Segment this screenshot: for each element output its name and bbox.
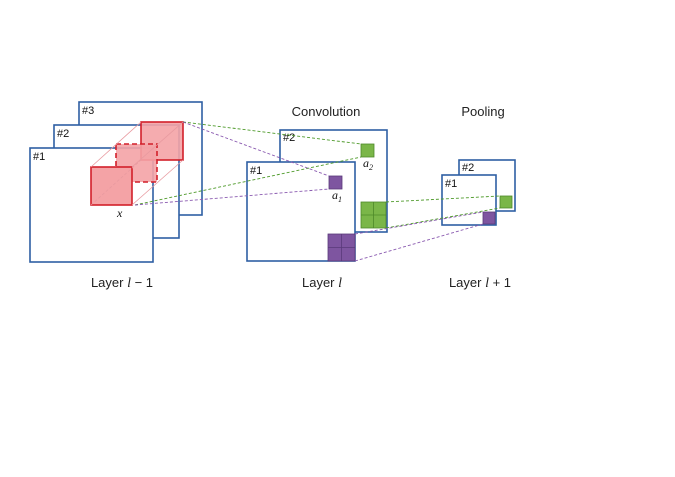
kernel-block-1 bbox=[90, 166, 133, 206]
layer-prev-map-3-tag: #3 bbox=[82, 105, 94, 117]
pool-window-purple bbox=[327, 233, 356, 262]
unit-a1-label: a1 bbox=[332, 188, 342, 204]
heading-convolution: Convolution bbox=[292, 104, 361, 119]
layer-curr-map-1-tag: #1 bbox=[250, 165, 262, 177]
pooled-unit-purple bbox=[482, 211, 496, 225]
caption-layer-prev: Layer l − 1 bbox=[91, 275, 153, 291]
input-symbol-x: x bbox=[116, 206, 123, 220]
connection-lines bbox=[134, 121, 501, 262]
unit-a2 bbox=[360, 143, 375, 158]
layer-next-map-1-tag: #1 bbox=[445, 178, 457, 190]
pool-window-green bbox=[360, 201, 387, 229]
heading-pooling: Pooling bbox=[461, 104, 504, 119]
unit-a1 bbox=[328, 175, 343, 190]
layer-next-map-2-tag: #2 bbox=[462, 162, 474, 174]
unit-a2-label: a2 bbox=[363, 156, 373, 172]
layer-prev-map-1-tag: #1 bbox=[33, 151, 45, 163]
layer-next-maps: #2 #1 bbox=[441, 159, 516, 226]
layer-prev-map-2-tag: #2 bbox=[57, 128, 69, 140]
caption-layer-next: Layer l + 1 bbox=[449, 275, 511, 291]
pooled-unit-green bbox=[499, 195, 513, 209]
caption-layer-curr: Layer l bbox=[302, 275, 342, 291]
layer-curr-map-2-tag: #2 bbox=[283, 132, 295, 144]
kernel-blocks bbox=[90, 121, 184, 206]
